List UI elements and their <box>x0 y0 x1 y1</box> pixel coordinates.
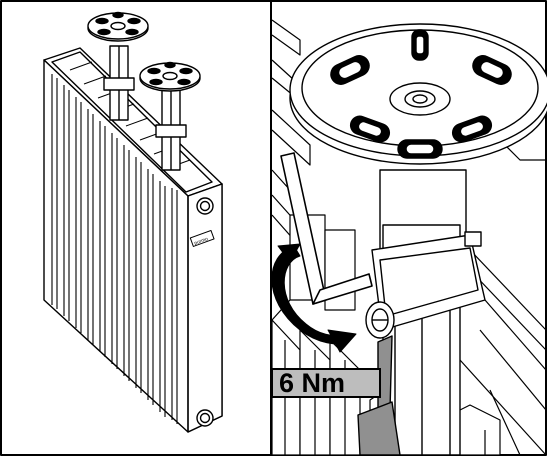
brand-label: purmo <box>194 236 210 247</box>
allen-key-icon <box>280 152 373 305</box>
rotation-arrow-icon <box>271 243 357 353</box>
mounting-bracket-icon <box>87 11 201 171</box>
torque-label: 6 Nm <box>271 368 381 398</box>
radiator-icon: purmo <box>43 47 223 433</box>
